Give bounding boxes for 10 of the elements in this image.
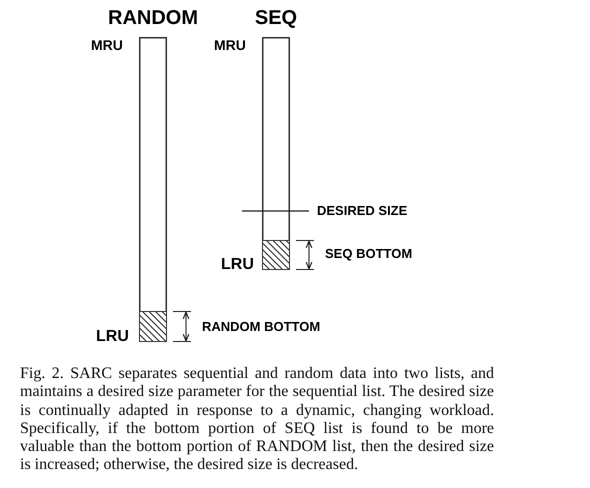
- list-end-label: MRU: [214, 38, 246, 52]
- figure-caption: Fig. 2. SARC separates sequential and random data into two lists, and maintains a desired size parameter for the sequential list. The desired size is continually adapted in response to a dynamic, changing workload. Specifically, if the bottom portion of SEQ list is found to be more valuable than the bottom portion of RANDOM list, then the desired size is increased; otherwise, the desired size is decreased.: [20, 365, 494, 475]
- list-end-label: MRU: [91, 38, 123, 52]
- list-heading: SEQ: [254, 8, 298, 28]
- segment-label: SEQ BOTTOM: [325, 247, 412, 260]
- list-end-label: LRU: [96, 329, 129, 345]
- level-label: DESIRED SIZE: [317, 204, 408, 217]
- list-end-label: LRU: [221, 257, 254, 273]
- list-heading: RANDOM: [107, 8, 199, 28]
- segment-label: RANDOM BOTTOM: [202, 320, 320, 333]
